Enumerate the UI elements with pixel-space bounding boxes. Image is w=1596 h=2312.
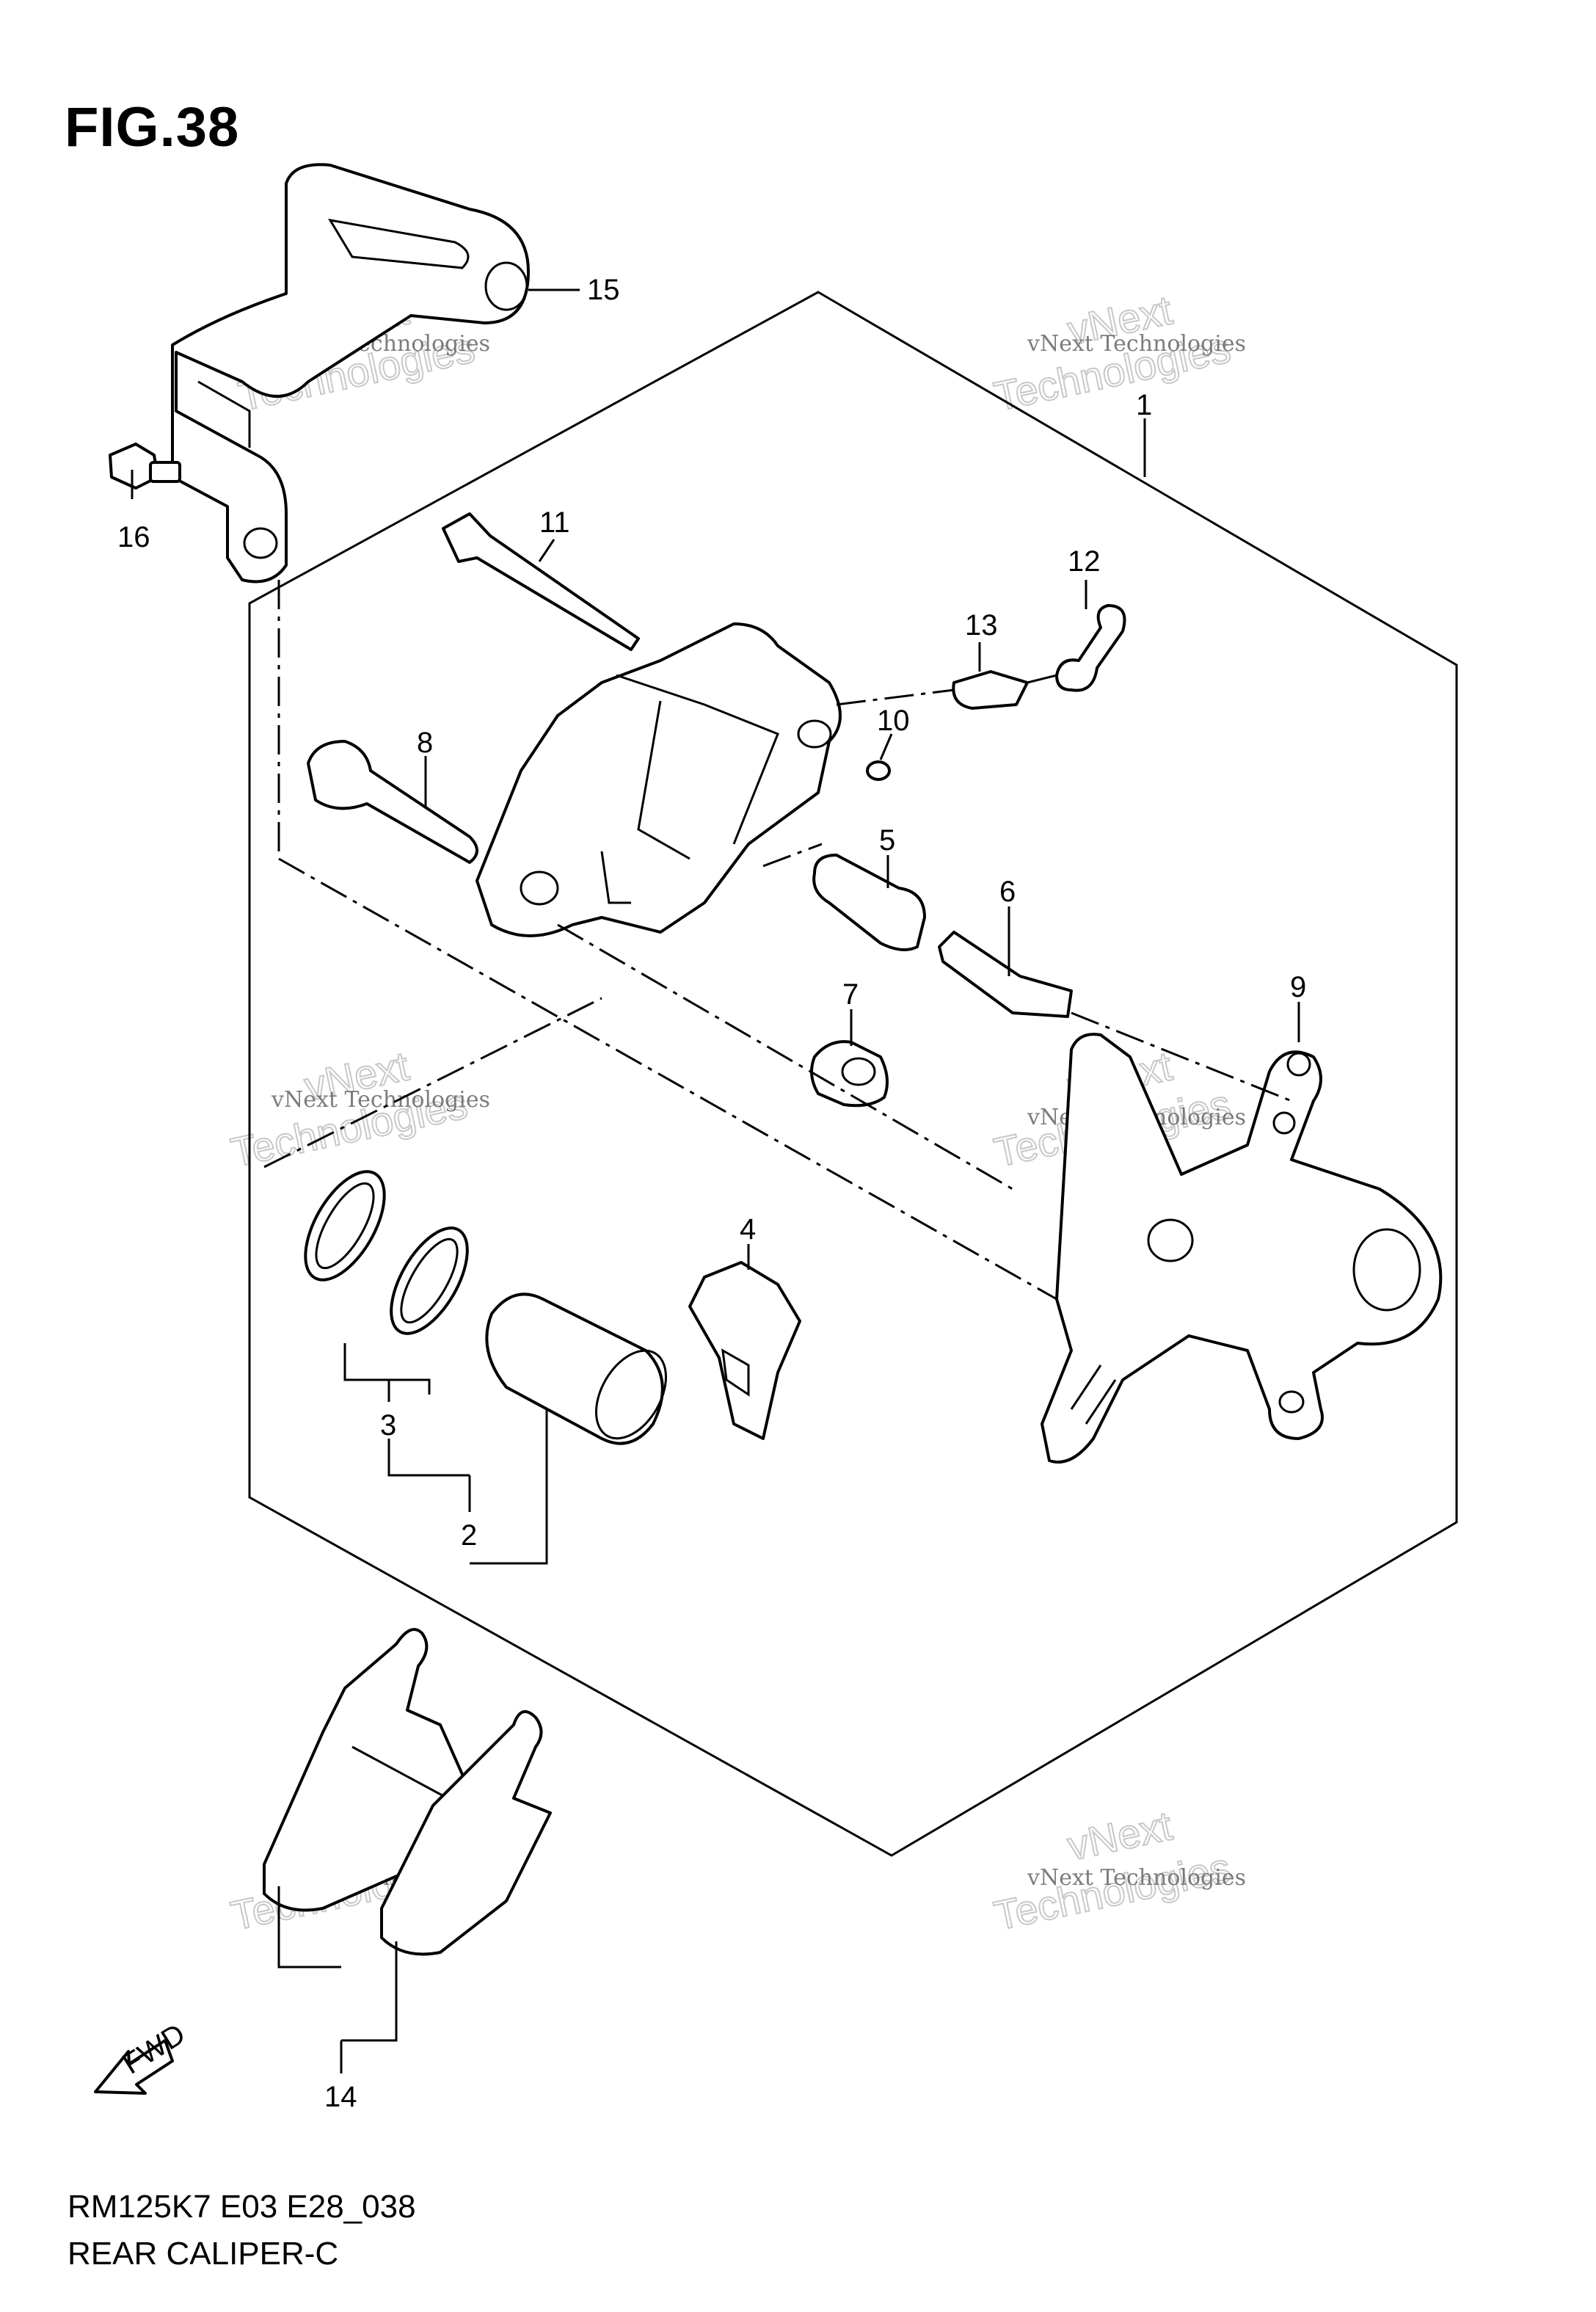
callout-6: 6 [999, 876, 1016, 908]
svg-text:vNext Technologies: vNext Technologies [271, 1087, 490, 1113]
callout-5: 5 [879, 824, 895, 857]
callout-2: 2 [461, 1519, 477, 1552]
callout-9: 9 [1290, 971, 1306, 1003]
part-bleeder-valve [952, 670, 1029, 710]
callout-15: 15 [587, 274, 620, 306]
part-slide-pin [307, 740, 478, 864]
part-piston [485, 1293, 668, 1445]
callout-7: 7 [842, 978, 859, 1011]
part-caliper-body [475, 622, 842, 937]
watermark-bottom-right: vNext Technologies vNext Technologies [989, 1801, 1246, 1939]
fwd-arrow-icon: FWD [94, 2018, 191, 2095]
part-pin-boot [812, 854, 926, 951]
callout-13: 13 [965, 609, 998, 641]
callout-10: 10 [877, 705, 910, 737]
svg-text:vNext Technologies: vNext Technologies [1027, 331, 1246, 357]
part-pin [938, 931, 1073, 1018]
part-pad-spring [688, 1261, 801, 1440]
part-bleeder-cap [1055, 604, 1126, 692]
watermark-top-right: vNext Technologies vNext Technologies [989, 286, 1246, 420]
part-piston-seals [304, 1170, 469, 1335]
watermark-middle-left: vNext Technologies vNext Technologies [226, 1042, 490, 1176]
svg-text:vNext Technologies: vNext Technologies [1027, 1865, 1246, 1891]
part-bracket-bolt [109, 443, 181, 490]
assembly-boundary [248, 291, 1458, 1857]
callout-3: 3 [380, 1409, 396, 1442]
callout-11: 11 [539, 506, 570, 539]
fig-title: FIG.38 [65, 96, 240, 159]
part-support-bracket [1041, 1033, 1443, 1464]
callout-16: 16 [117, 521, 150, 553]
part-slide-pin-long [442, 512, 640, 651]
part-brake-pads [263, 1628, 552, 1956]
leader-lines [131, 288, 1300, 2073]
model-code: RM125K7 E03 E28_038 [68, 2189, 416, 2225]
part-grommet [810, 1040, 889, 1108]
callout-8: 8 [417, 727, 433, 759]
section-name: REAR CALIPER-C [68, 2236, 339, 2272]
alignment-lines [263, 580, 1292, 1301]
part-caliper-bracket [171, 163, 530, 584]
part-small-o-ring [866, 760, 891, 781]
callout-14: 14 [324, 2081, 357, 2113]
callout-4: 4 [740, 1213, 756, 1246]
callout-labels: 15 16 1 11 12 13 10 8 5 6 7 9 4 3 2 14 [117, 274, 1306, 2113]
callout-1: 1 [1136, 389, 1152, 421]
callout-12: 12 [1068, 545, 1101, 578]
